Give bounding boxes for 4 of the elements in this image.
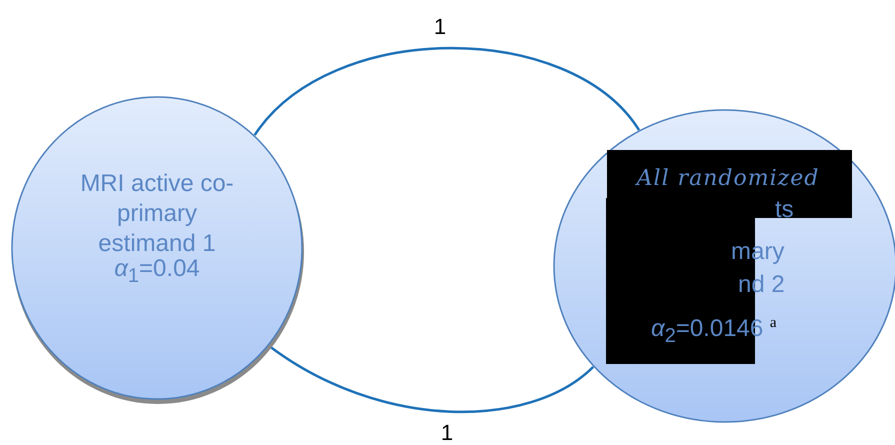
connector-line <box>254 46 640 136</box>
node-text: ts <box>775 197 794 223</box>
connector-line <box>268 344 594 413</box>
node-text: All randomized <box>636 166 820 192</box>
